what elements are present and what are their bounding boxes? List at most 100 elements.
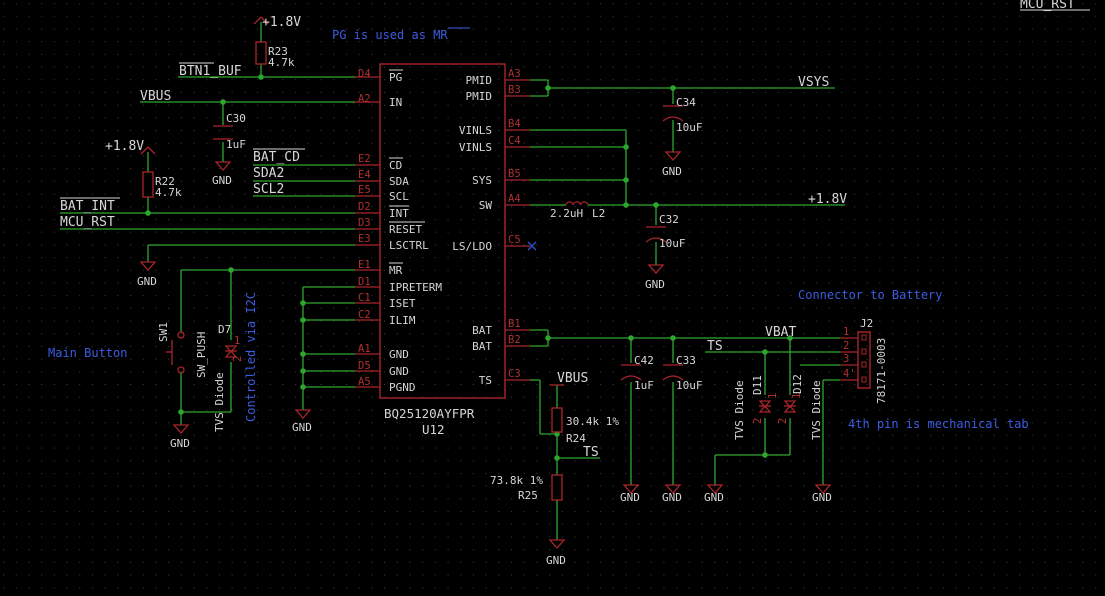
d12-symbol[interactable]: D12 2 1 TVS Diode — [777, 374, 823, 440]
gnd-j2: GND — [812, 491, 832, 504]
net-btn1-buf: BTN1_BUF — [179, 64, 242, 79]
u12-pin-int: INT — [389, 207, 409, 220]
r22-ref: R22 — [155, 175, 175, 188]
d7-pin1: 1 — [234, 335, 240, 347]
c30-symbol[interactable]: C30 1uF — [213, 112, 246, 151]
u12-pin-d5-num: D5 — [358, 360, 371, 372]
gnd-c42: GND — [620, 491, 640, 504]
u12-pin-sda: SDA — [389, 175, 409, 188]
u12-ref: U12 — [422, 422, 445, 437]
d11-pin2: 2 — [752, 418, 764, 424]
c30-value: 1uF — [226, 138, 246, 151]
r25-symbol[interactable]: 73.8k 1% R25 — [490, 474, 563, 502]
j2-pin1: 1 — [843, 326, 849, 338]
u12-pin-e4-num: E4 — [358, 169, 371, 181]
net-p18-out: +1.8V — [808, 192, 847, 207]
net-labels: +1.8V +1.8V BTN1_BUF VBUS BAT_CD SDA2 SC… — [60, 0, 1090, 567]
u12-pin-bat-b1: BAT — [472, 324, 492, 337]
r22-value: 4.7k — [155, 186, 182, 199]
d11-symbol[interactable]: D11 2 1 TVS Diode — [733, 375, 779, 440]
j2-body — [857, 331, 871, 389]
u12-pin-d2-num: D2 — [358, 201, 371, 213]
annotations: PG is used as MR Connector to Battery Ma… — [48, 27, 1029, 431]
gnd-lsctrl: GND — [137, 275, 157, 288]
d7-pin2: 2 — [232, 356, 244, 362]
gnd-c32: GND — [645, 278, 665, 291]
note-pin4: 4th pin is mechanical tab — [848, 417, 1029, 431]
d7-value: TVS Diode — [213, 372, 226, 432]
u12-pin-ls-ldo: LS/LDO — [452, 240, 492, 253]
c30-ref: C30 — [226, 112, 246, 125]
u12-pin-pgnd: PGND — [389, 381, 416, 394]
u12-symbol[interactable]: D4 A2 E2 E4 E5 D2 D3 E3 E1 D1 C1 C2 A1 D… — [355, 63, 530, 437]
gnd-c30: GND — [212, 174, 232, 187]
net-vbat: VBAT — [765, 325, 796, 340]
u12-pin-gnd-a1: GND — [389, 348, 409, 361]
net-bat-int: BAT_INT — [60, 199, 115, 214]
r24-symbol[interactable]: 30.4k 1% R24 — [551, 407, 619, 445]
note-main-button: Main Button — [48, 346, 127, 360]
d12-value: TVS Diode — [810, 380, 823, 440]
net-vbus: VBUS — [140, 89, 171, 104]
u12-pin-c1-num: C1 — [358, 292, 371, 304]
net-mcu-rst: MCU_RST — [60, 215, 115, 230]
note-controlled-i2c: Controlled via I2C — [244, 292, 258, 422]
j2-connector[interactable]: 1 2 3 4' J2 78171-0003 — [840, 317, 888, 404]
u12-pin-a2-num: A2 — [358, 93, 371, 105]
d12-pin2: 2 — [777, 418, 789, 424]
r23-symbol[interactable]: R23 4.7k — [255, 41, 295, 69]
gnd-sw1: GND — [170, 437, 190, 450]
c32-ref: C32 — [659, 213, 679, 226]
net-bat-cd: BAT_CD — [253, 150, 300, 165]
u12-pin-pg: PG — [389, 71, 402, 84]
u12-pin-ts: TS — [479, 374, 492, 387]
u12-pin-b3-num: B3 — [508, 84, 521, 96]
c32-symbol[interactable]: C32 10uF — [645, 213, 686, 250]
u12-pin-b1-num: B1 — [508, 318, 521, 330]
u12-pin-gnd-d5: GND — [389, 365, 409, 378]
u12-pin-lsctrl: LSCTRL — [389, 239, 429, 252]
u12-pin-ipreterm: IPRETERM — [389, 281, 442, 294]
c42-symbol[interactable]: C42 1uF — [620, 354, 654, 392]
c42-value: 1uF — [634, 379, 654, 392]
u12-pin-d1-num: D1 — [358, 276, 371, 288]
j2-pin3: 3 — [843, 353, 849, 365]
u12-pin-b4-num: B4 — [508, 118, 521, 130]
net-ts-divider: TS — [583, 445, 599, 460]
d11-value: TVS Diode — [733, 380, 746, 440]
u12-pin-bat-b2: BAT — [472, 340, 492, 353]
gnd-u12: GND — [292, 421, 312, 434]
power-symbols — [139, 16, 832, 549]
j2-value: 78171-0003 — [875, 338, 888, 404]
note-pg-mr: PG is used as MR — [332, 28, 448, 42]
c34-ref: C34 — [676, 96, 696, 109]
u12-body — [379, 63, 506, 399]
wires — [60, 22, 845, 540]
no-connect-c5 — [527, 241, 537, 251]
u12-pin-pmid-b3: PMID — [466, 90, 493, 103]
d11-pin1: 1 — [767, 393, 779, 399]
net-vsys: VSYS — [798, 75, 829, 90]
u12-pin-sys: SYS — [472, 174, 492, 187]
r23-value: 4.7k — [268, 56, 295, 69]
r22-symbol[interactable]: R22 4.7k — [142, 171, 182, 199]
d7-symbol[interactable]: D7 1 2 TVS Diode — [213, 323, 244, 432]
u12-pin-vinls-b4: VINLS — [459, 124, 492, 137]
net-vbus-ts: VBUS — [557, 371, 588, 386]
u12-pin-e3-num: E3 — [358, 233, 371, 245]
net-sda2: SDA2 — [253, 166, 284, 181]
c34-symbol[interactable]: C34 10uF — [662, 96, 703, 134]
l2-symbol[interactable]: 2.2uH L2 — [550, 201, 605, 220]
sw1-symbol[interactable]: SW1 SW_PUSH — [157, 322, 208, 378]
u12-pin-b2-num: B2 — [508, 334, 521, 346]
c33-ref: C33 — [676, 354, 696, 367]
u12-pin-vinls-c4: VINLS — [459, 141, 492, 154]
r25-value: 73.8k 1% — [490, 474, 543, 487]
l2-value: 2.2uH — [550, 207, 583, 220]
j2-pin2: 2 — [843, 340, 849, 352]
d12-pin1: 1 — [791, 393, 803, 399]
c33-symbol[interactable]: C33 10uF — [662, 354, 703, 392]
u12-pin-c5-num: C5 — [508, 234, 521, 246]
u12-pin-b5-num: B5 — [508, 168, 521, 180]
